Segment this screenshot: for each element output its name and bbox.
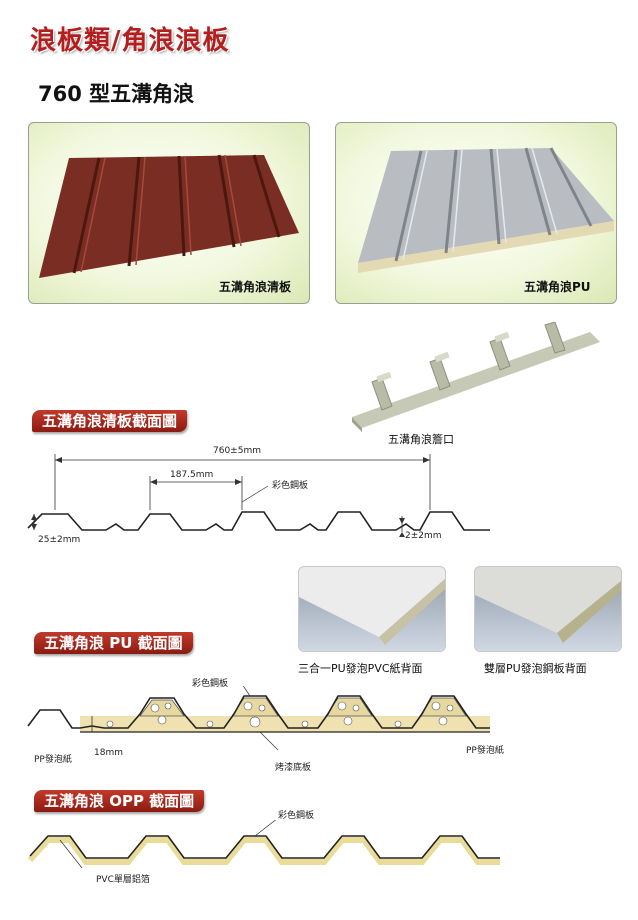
opp-steel-label: 彩色鋼板 xyxy=(278,811,315,821)
brown-sheet-illustration xyxy=(39,154,299,278)
pu-sheet-profile xyxy=(27,686,490,751)
photo-caption-clear: 五溝角浪清板 xyxy=(219,280,292,294)
swatch-pvc-paper xyxy=(298,566,446,652)
swatch-double-steel xyxy=(474,566,622,652)
eaves-piece-illustration xyxy=(352,322,600,432)
page-title: 浪板類/角浪浪板 xyxy=(30,26,230,56)
dim-small-rib: 2±2mm xyxy=(405,531,442,541)
photo-card-pu-sheet: 五溝角浪PU xyxy=(335,122,617,304)
photo-card-clear-sheet: 五溝角浪清板 xyxy=(28,122,310,304)
clear-steel-label: 彩色鋼板 xyxy=(272,481,309,491)
product-subtitle: 760 型五溝角浪 xyxy=(38,82,195,106)
swatch-caption-steel: 雙層PU發泡鋼板背面 xyxy=(484,662,587,675)
opp-foil-label: PVC單層鋁箔 xyxy=(96,875,150,885)
dim-pitch: 187.5mm xyxy=(170,470,214,480)
pu-bottom-label: 烤漆底板 xyxy=(275,763,312,773)
pu-thickness: 18mm xyxy=(94,748,123,758)
pu-pp-right: PP發泡紙 xyxy=(466,746,504,756)
dim-rib-height: 25±2mm xyxy=(38,535,81,545)
opp-sheet-profile xyxy=(27,820,500,869)
section-label-pu: 五溝角浪 PU 截面圖 xyxy=(34,632,193,654)
section-label-opp: 五溝角浪 OPP 截面圖 xyxy=(34,790,205,812)
pu-steel-label: 彩色鋼板 xyxy=(192,679,229,689)
grey-sheet-illustration xyxy=(358,147,614,273)
swatch-caption-pvc: 三合一PU發泡PVC紙背面 xyxy=(298,662,423,675)
photo-caption-pu: 五溝角浪PU xyxy=(524,280,591,294)
dim-total-width: 760±5mm xyxy=(213,446,261,456)
section-label-clear: 五溝角浪清板截面圖 xyxy=(32,410,188,432)
eaves-caption: 五溝角浪簷口 xyxy=(388,433,454,446)
pu-pp-left: PP發泡紙 xyxy=(34,755,72,765)
clear-sheet-profile xyxy=(27,454,490,537)
